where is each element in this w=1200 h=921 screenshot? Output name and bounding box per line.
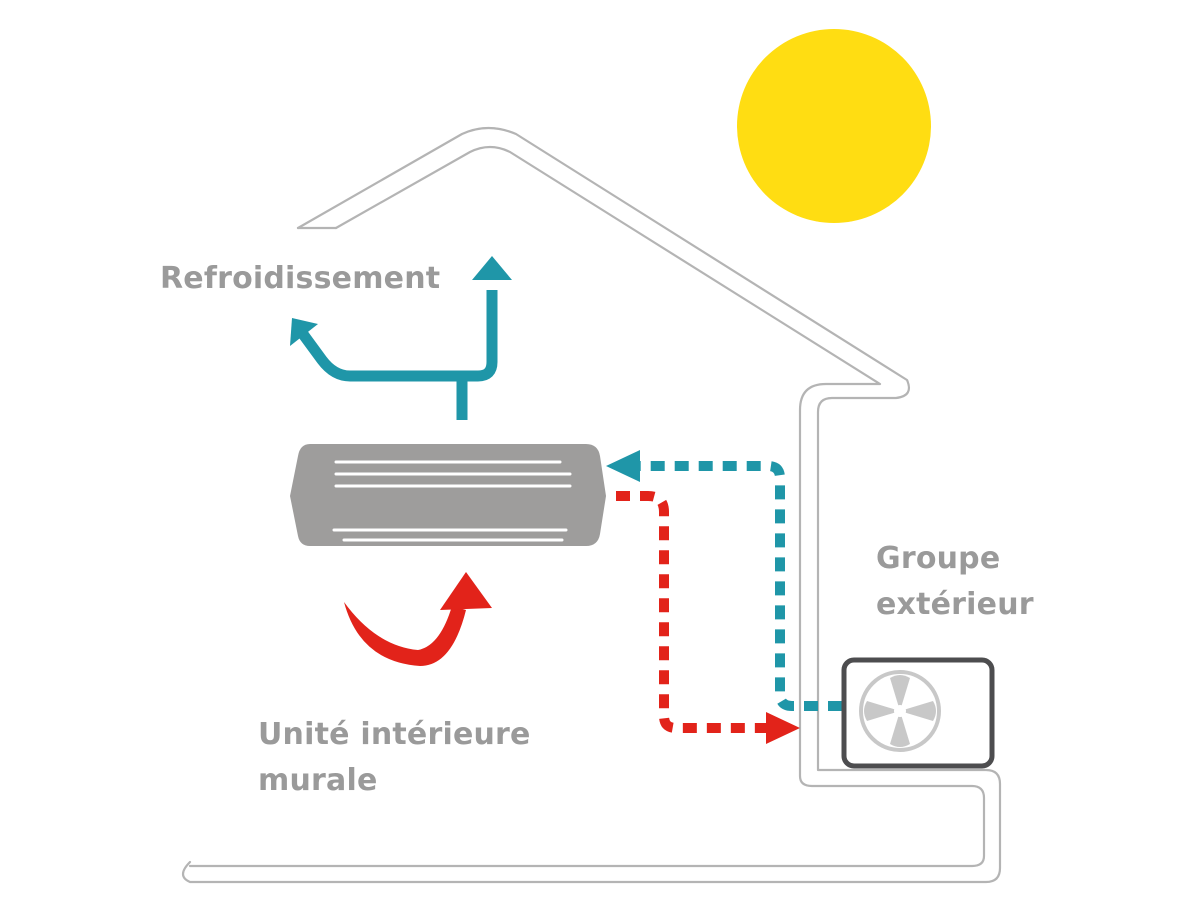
house-outline-outer (181, 126, 1002, 884)
cooling-air-flow (295, 290, 498, 420)
cooling-branch-left (295, 290, 498, 382)
indoor-unit-label-line-2: murale (258, 763, 378, 798)
wall-ac-unit-icon (290, 444, 606, 546)
fan-icon (859, 670, 941, 752)
outdoor-unit-label-line-1: Groupe (876, 541, 1001, 576)
cooling-arrowhead-up (472, 256, 512, 280)
hot-refrigerant-arrowhead (766, 712, 800, 744)
outdoor-unit-label-line-2: extérieur (876, 587, 1034, 622)
cold-refrigerant-arrowhead (606, 450, 640, 482)
house-outline-inner (188, 145, 986, 868)
sun-icon (737, 29, 931, 223)
cooling-label: Refroidissement (160, 256, 440, 302)
warm-air-intake-arrow (344, 572, 492, 666)
indoor-unit-label: Unité intérieure murale (258, 712, 531, 804)
outdoor-unit-icon (841, 657, 995, 769)
indoor-unit-label-line-1: Unité intérieure (258, 717, 531, 752)
outdoor-unit-label: Groupe extérieur (876, 536, 1034, 628)
house-outline (181, 126, 1002, 884)
hot-refrigerant-line (616, 491, 766, 733)
cooling-arrowhead-left (290, 318, 318, 346)
cooling-label-text: Refroidissement (160, 261, 441, 296)
cold-refrigerant-line (640, 461, 842, 711)
